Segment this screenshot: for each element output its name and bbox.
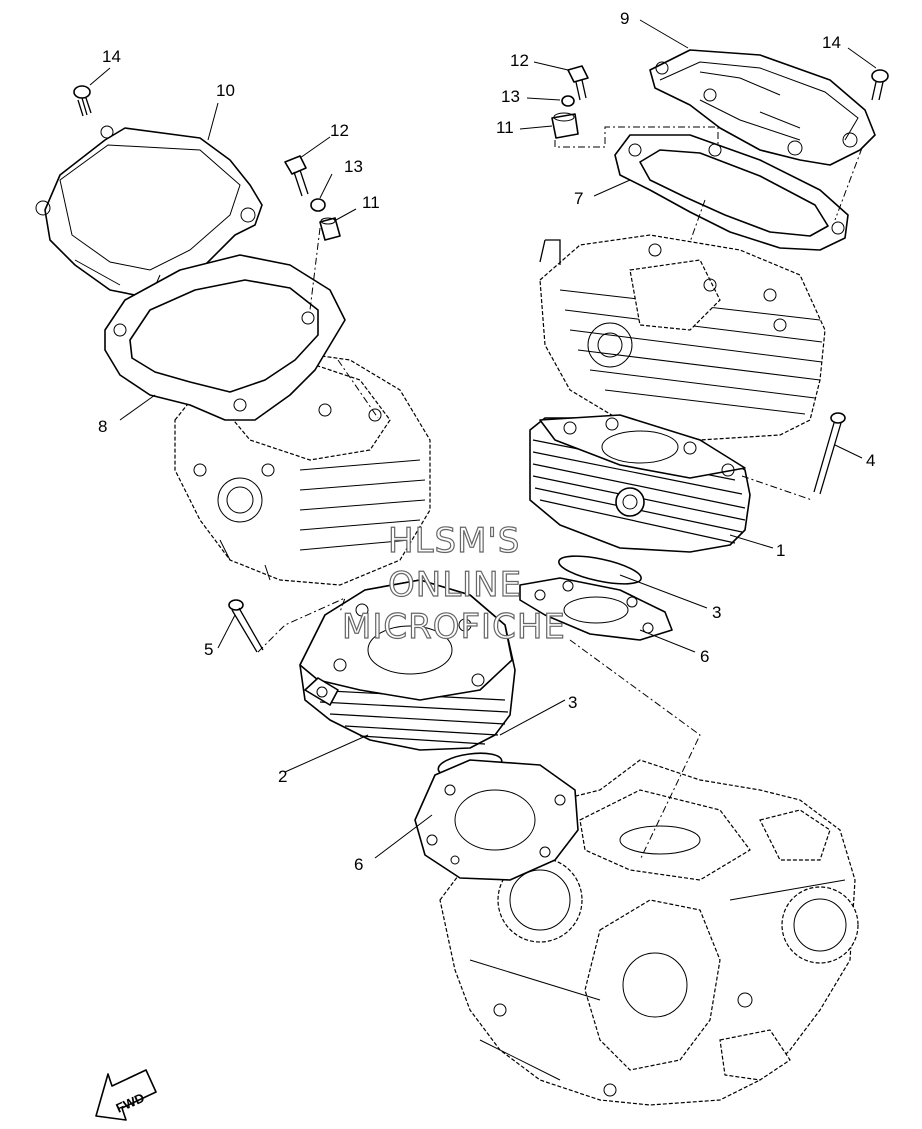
- part-11-grommet-right: [551, 112, 579, 139]
- part-14-bolt-right: [871, 69, 889, 101]
- leader-lines: [89, 19, 877, 859]
- callout-3-lower: 3: [568, 693, 577, 712]
- watermark-line-3: MICROFICHE: [342, 607, 566, 647]
- part-12-bolt-left: [284, 155, 309, 197]
- callout-6-lower: 6: [354, 855, 363, 874]
- callout-8: 8: [98, 417, 107, 436]
- part-6-front-base-gasket: [519, 577, 673, 641]
- part-13-washer-right: [561, 95, 575, 107]
- part-14-bolt-left: [73, 85, 92, 117]
- part-9-front-head-cover: [649, 49, 876, 166]
- part-3-front-o-ring: [558, 555, 642, 585]
- watermark-line-1: HLSM'S: [388, 521, 520, 561]
- watermark: HLSM'S ONLINE MICROFICHE: [341, 520, 566, 647]
- fwd-arrow: FWD: [95, 1069, 157, 1121]
- part-10-rear-head-cover: [35, 125, 263, 299]
- callout-4: 4: [866, 451, 875, 470]
- callout-14-right: 14: [822, 33, 841, 52]
- part-11-grommet-left: [319, 217, 341, 241]
- callout-9: 9: [620, 9, 629, 28]
- alignment-lines: [257, 126, 863, 861]
- callout-1: 1: [776, 541, 785, 560]
- watermark-line-2: ONLINE: [388, 565, 522, 605]
- callout-12-left: 12: [330, 121, 349, 140]
- callout-2: 2: [278, 767, 287, 786]
- part-2-rear-cylinder: [299, 579, 516, 751]
- front-cylinder-head: [539, 234, 826, 441]
- part-13-washer-left: [310, 198, 326, 212]
- part-6-rear-base-gasket: [414, 759, 579, 881]
- callout-12-right: 12: [510, 51, 529, 70]
- callout-10: 10: [216, 81, 235, 100]
- part-5-long-bolt: [228, 599, 264, 653]
- part-4-long-bolt: [813, 412, 846, 495]
- part-8-rear-head-gasket: [104, 254, 346, 421]
- callout-3-upper: 3: [712, 603, 721, 622]
- callout-5: 5: [204, 640, 213, 659]
- callout-11-right: 11: [496, 118, 514, 137]
- callout-13-right: 13: [501, 87, 520, 106]
- callout-14-left: 14: [102, 47, 121, 66]
- callout-11-left: 11: [362, 193, 380, 212]
- part-7-front-head-gasket: [614, 134, 849, 251]
- callout-7: 7: [574, 189, 583, 208]
- part-1-front-cylinder: [529, 414, 751, 553]
- callout-numbers: 1 2 3 3 4 5 6 6 7 8 9 10 11 11 12 12 13 …: [98, 9, 875, 874]
- callout-13-left: 13: [344, 157, 363, 176]
- part-12-bolt-right: [567, 65, 589, 101]
- callout-6-upper: 6: [700, 647, 709, 666]
